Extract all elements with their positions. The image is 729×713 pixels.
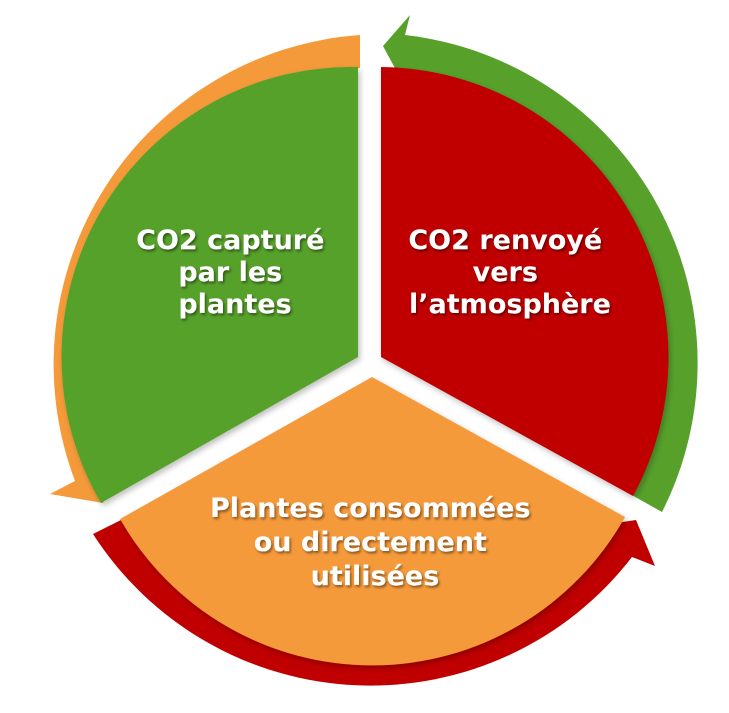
label-captured-line-1: CO2 capturé (136, 225, 324, 256)
label-consumed-line-1: Plantes consommées (210, 493, 531, 524)
label-returned-line-2: vers (473, 257, 538, 288)
label-returned-line-3: l’atmosphère (409, 289, 611, 320)
labels: CO2 capturé par les plantes CO2 renvoyé … (136, 225, 611, 592)
segment-consumed (120, 377, 625, 666)
label-consumed-line-2: ou directement (254, 527, 487, 558)
label-captured-line-2: par les (178, 257, 282, 288)
label-consumed: Plantes consommées ou directement utilis… (210, 493, 540, 592)
label-returned-line-1: CO2 renvoyé (408, 225, 602, 256)
segments (61, 66, 669, 666)
label-captured: CO2 capturé par les plantes (136, 225, 334, 320)
segment-returned (381, 67, 669, 496)
segment-captured (61, 66, 358, 504)
label-returned: CO2 renvoyé vers l’atmosphère (408, 225, 611, 320)
label-consumed-line-3: utilisées (311, 561, 440, 592)
arrow-green (383, 15, 698, 512)
label-captured-line-3: plantes (178, 289, 291, 320)
arrow-red (93, 518, 655, 686)
